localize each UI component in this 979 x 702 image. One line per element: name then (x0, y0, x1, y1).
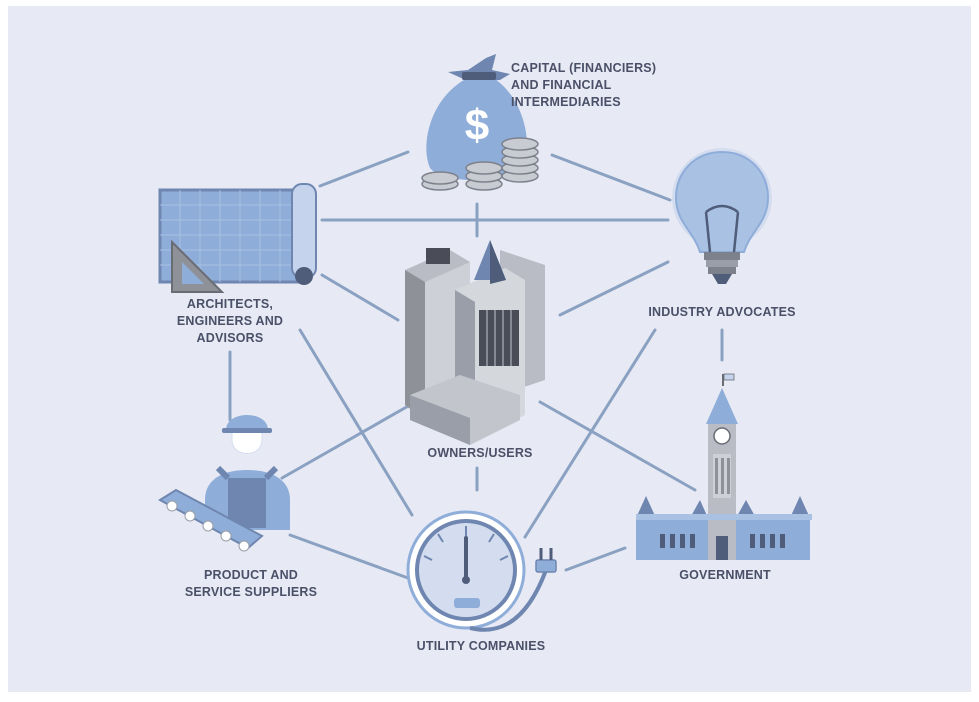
suppliers-label-line: SERVICE SUPPLIERS (184, 585, 318, 599)
capital-label: CAPITAL (FINANCIERS) AND FINANCIAL INTER… (511, 60, 656, 111)
parliament-icon (636, 373, 812, 560)
capital-label-line: AND FINANCIAL (511, 78, 612, 92)
blueprint-icon (158, 183, 317, 293)
industry-label-text: INDUSTRY ADVOCATES (648, 305, 796, 319)
worker-conveyor-icon (158, 415, 290, 552)
connector-line (320, 273, 400, 322)
connector-line (523, 328, 657, 539)
owners-label-text: OWNERS/USERS (427, 446, 533, 460)
connector-line (558, 260, 670, 317)
industry-label: INDUSTRY ADVOCATES (632, 304, 812, 321)
owners-label: OWNERS/USERS (405, 445, 555, 462)
connector-line (550, 153, 672, 202)
architects-label-line: ADVISORS (196, 331, 264, 345)
architects-label-line: ARCHITECTS, (186, 297, 274, 311)
government-label: GOVERNMENT (650, 567, 800, 584)
government-label-text: GOVERNMENT (679, 568, 771, 582)
capital-label-line: INTERMEDIARIES (511, 95, 621, 109)
connector-line (538, 400, 697, 492)
connector-line (280, 403, 412, 480)
connector-line (318, 150, 410, 188)
architects-label: ARCHITECTS, ENGINEERS AND ADVISORS (162, 296, 298, 347)
svg-text:$: $ (465, 101, 489, 150)
connector-line (288, 533, 410, 580)
money-bag-icon: $ (421, 54, 539, 191)
architects-label-line: ENGINEERS AND (176, 314, 284, 328)
meter-plug-icon (406, 510, 557, 632)
connector-line (298, 328, 414, 517)
suppliers-label: PRODUCT AND SERVICE SUPPLIERS (165, 567, 337, 601)
light-bulb-icon (672, 148, 772, 284)
utility-label-text: UTILITY COMPANIES (416, 639, 546, 653)
suppliers-label-line: PRODUCT AND (203, 568, 299, 582)
capital-label-line: CAPITAL (FINANCIERS) (511, 61, 657, 75)
buildings-icon (405, 240, 545, 445)
connector-lines (228, 150, 724, 580)
connector-line (564, 546, 627, 572)
utility-label: UTILITY COMPANIES (396, 638, 566, 655)
